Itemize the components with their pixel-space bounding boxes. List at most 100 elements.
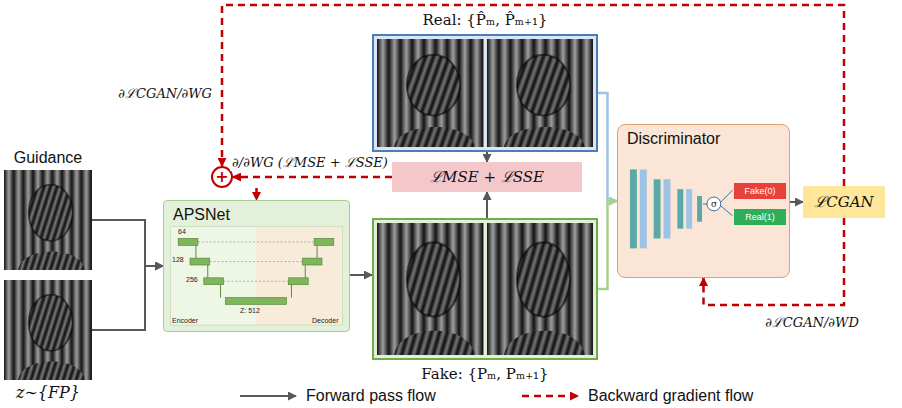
node-text: Real: {P̂ₘ, P̂ₘ₊₁} (423, 11, 548, 29)
node-text: Discriminator (627, 130, 780, 148)
gradient-arrow (233, 176, 392, 179)
drawing-rect (4, 280, 92, 380)
node-text: + (215, 169, 228, 185)
drawing-line (210, 261, 303, 262)
flow-arrow (92, 266, 163, 330)
drawing-rect (4, 280, 92, 380)
flow-arrow (486, 192, 488, 218)
drawing-rect (4, 170, 92, 270)
edge-label: ∂ℒCGAN/∂WD (763, 313, 861, 331)
drawing-rect (178, 238, 198, 245)
drawing-rect (487, 39, 594, 147)
node-text: Fake(0) (744, 187, 775, 196)
fringe-image (487, 223, 594, 355)
drawing-rect (664, 179, 671, 238)
loss-box: ℒMSE + ℒSSE (392, 162, 582, 192)
node-text: ℒCGAN (814, 195, 873, 210)
drawing-rect (190, 258, 210, 265)
flow-arrow (598, 201, 617, 289)
edge-label: ∂/∂WG (ℒMSE + ℒSSE) (230, 153, 390, 171)
drawing-line (703, 203, 707, 204)
image-pair: Real: {P̂ₘ, P̂ₘ₊₁} (372, 34, 598, 152)
input-image: z∼{FP} (4, 280, 92, 380)
fringe-image (4, 280, 92, 380)
discriminator-box: Discriminator Fake(0) Real(1) (617, 124, 790, 278)
drawing-line (220, 285, 221, 298)
flow-arrow (92, 220, 163, 266)
flow-arrow (790, 201, 803, 203)
drawing-rect (487, 223, 594, 355)
part-label: 64 (178, 228, 186, 235)
node-text: Fake: {Pₘ, Pₘ₊₁} (421, 365, 548, 383)
fringe-image (377, 223, 484, 355)
drawing-line (207, 265, 208, 278)
flow-arrow (598, 93, 617, 201)
part-label: Encoder (172, 317, 198, 324)
legend-line (240, 395, 296, 397)
part-label: 256 (186, 276, 198, 283)
drawing-g (198, 242, 314, 281)
discriminator-illustration (618, 125, 789, 277)
drawing-rect (289, 278, 309, 285)
image-pair: Fake: {Pₘ, Pₘ₊₁} (372, 218, 598, 360)
flow-arrow (350, 274, 372, 276)
node-text: ℒMSE + ℒSSE (430, 170, 544, 185)
input-image: Guidance (4, 170, 92, 270)
fringe-image (377, 39, 484, 147)
drawing-rect (302, 258, 322, 265)
drawing-circle (707, 197, 721, 211)
part-label: 128 (172, 256, 184, 263)
drawing-g (178, 238, 334, 304)
drawing-rect (170, 227, 342, 325)
drawing-line (224, 281, 289, 282)
drawing-line (721, 206, 733, 216)
drawing-rect (697, 196, 702, 222)
node-text: z∼{FP} (16, 383, 80, 402)
legend-text: Backward gradient flow (588, 387, 753, 405)
drawing-rect (377, 39, 484, 147)
part-label: Decoder (312, 317, 338, 324)
drawing-rect (377, 223, 484, 355)
drawing-rect (487, 39, 594, 147)
drawing-line (305, 265, 306, 278)
drawing-rect (487, 223, 594, 355)
node-text: Real(1) (745, 213, 775, 222)
edge-label: ∂ℒCGAN/∂WG (116, 84, 214, 102)
drawing-rect (377, 39, 484, 147)
part-label: Z: 512 (240, 307, 260, 314)
drawing-rect (377, 223, 484, 355)
legend-item: Forward pass flow (238, 387, 436, 405)
output-box: Real(1) (734, 209, 786, 225)
node-text: Guidance (14, 149, 83, 167)
drawing-g (196, 245, 317, 297)
drawing-rect (630, 169, 637, 248)
part-label: σ (711, 199, 717, 209)
drawing-rect (256, 227, 343, 325)
fringe-image (487, 39, 594, 147)
drawing-line (721, 190, 733, 202)
drawing-rect (4, 170, 92, 270)
drawing-rect (640, 169, 647, 248)
gradient-arrow (255, 188, 258, 200)
drawing-rect (204, 278, 224, 285)
drawing-line (198, 241, 314, 242)
legend-item: Backward gradient flow (520, 387, 753, 405)
drawing-line (317, 245, 318, 258)
flow-arrow (486, 152, 488, 162)
fringe-image (4, 170, 92, 270)
legend-text: Forward pass flow (306, 387, 436, 405)
drawing-rect (314, 238, 334, 245)
node-text: APSNet (173, 206, 340, 224)
output-box: Fake(0) (734, 183, 786, 199)
drawing-rect (686, 189, 692, 228)
legend-sample (238, 389, 300, 403)
legend-sample (520, 389, 582, 403)
drawing-rect (654, 179, 661, 238)
loss-box: ℒCGAN (803, 186, 885, 218)
drawing-rect (677, 189, 683, 228)
drawing-rect (225, 298, 286, 305)
legend-line (522, 395, 578, 398)
drawing-line (195, 245, 196, 258)
drawing-line (291, 285, 292, 298)
